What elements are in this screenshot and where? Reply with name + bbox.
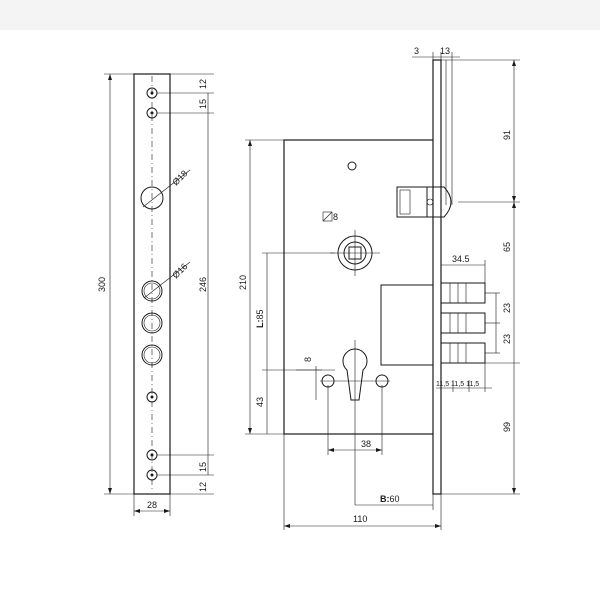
dim-bolt-spacing: 11,5 11,5 11,5 <box>436 381 479 388</box>
spindle-hub: 8 <box>322 211 380 276</box>
dim-right-65: 65 <box>502 242 512 252</box>
dim-bolt-23-a: 23 <box>502 303 512 313</box>
dim-dia-16: Ø16 <box>170 261 189 280</box>
dim-bolt-34-5: 34.5 <box>452 254 470 264</box>
dim-b-60: 60 <box>390 494 400 504</box>
mounting-hole <box>347 161 357 171</box>
dim-spindle: 8 <box>333 212 338 222</box>
dim-right-99: 99 <box>502 422 512 432</box>
dim-b-prefix: B: <box>380 494 390 504</box>
dim-bottom-15: 15 <box>198 462 208 472</box>
dim-top-13: 13 <box>440 46 450 56</box>
bolt-guide <box>380 284 434 366</box>
dim-bottom-12: 12 <box>198 482 208 492</box>
dim-left-210: 210 <box>238 275 248 290</box>
dim-left-43: 43 <box>255 397 265 407</box>
latch-bolt <box>396 60 453 218</box>
deadbolt-1 <box>440 282 486 304</box>
dim-top-15: 15 <box>198 99 208 109</box>
dim-top-12: 12 <box>198 79 208 89</box>
lock-case <box>283 139 435 435</box>
lock-forend <box>432 59 442 495</box>
dim-l-prefix: L: <box>255 320 265 329</box>
cylinder-keyhole <box>320 340 390 505</box>
dim-keyhole-38: 38 <box>361 439 371 449</box>
faceplate-strip: Ø18 Ø16 300 246 12 15 15 12 28 <box>97 73 214 516</box>
dim-right-91: 91 <box>502 130 512 140</box>
dim-keyhole-8: 8 <box>303 357 313 362</box>
dim-strip-height: 300 <box>97 277 107 292</box>
dim-bolt-23-b: 23 <box>502 334 512 344</box>
svg-text:L:85: L:85 <box>255 309 265 328</box>
dim-top-3: 3 <box>414 46 419 56</box>
dim-total-110: 110 <box>353 514 367 524</box>
svg-text:B:60: B:60 <box>380 494 400 504</box>
deadbolt-3 <box>440 342 486 364</box>
header-band <box>0 0 600 30</box>
dim-hole-pitch: 246 <box>198 277 208 292</box>
deadbolt-2 <box>440 312 486 334</box>
dim-strip-width: 28 <box>147 500 157 510</box>
dim-l-85: 85 <box>255 309 265 319</box>
lock-body: 8 <box>238 46 520 530</box>
dim-dia-18: Ø18 <box>170 168 189 187</box>
